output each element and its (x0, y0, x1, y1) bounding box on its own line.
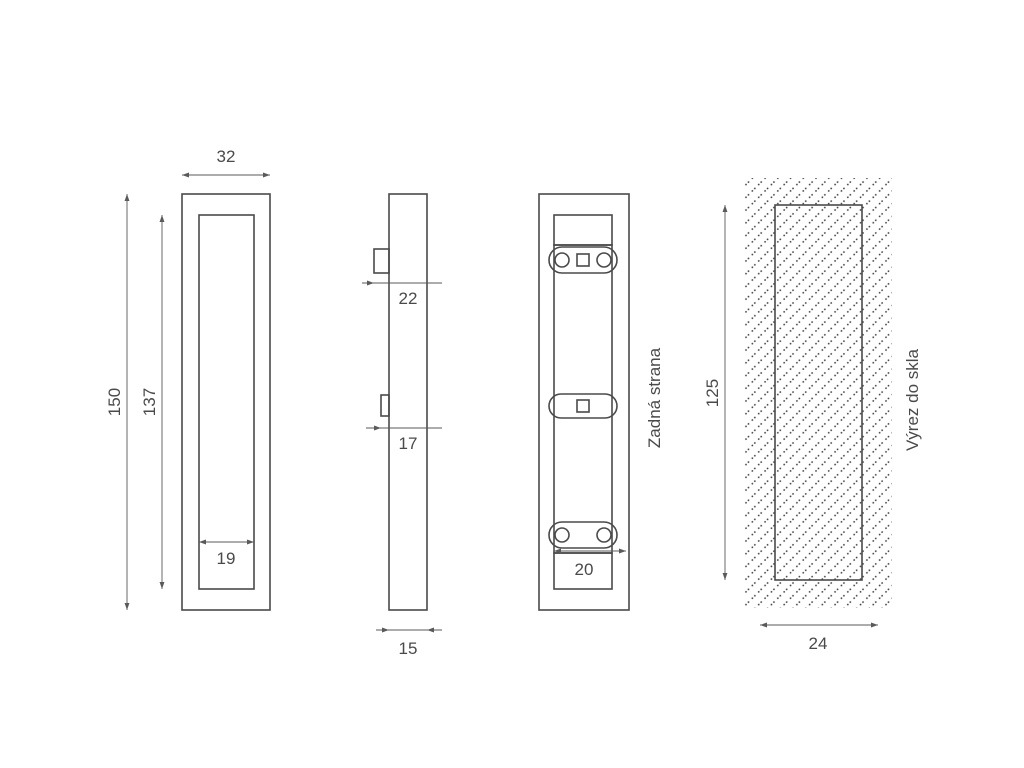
back-top-hole-left (554, 252, 570, 268)
back-bottom-clamp (548, 521, 618, 549)
back-top-hole-right (596, 252, 612, 268)
front-inner-recess (198, 214, 255, 590)
back-view: 20 Zadná strana (538, 193, 664, 611)
side-upper-clip (373, 248, 390, 274)
upper-offset-label: 22 (399, 289, 418, 308)
back-top-clamp (548, 246, 618, 274)
cutout-opening (774, 204, 863, 581)
back-view-caption: Zadná strana (645, 347, 664, 448)
back-top-square (576, 253, 590, 267)
side-body (388, 193, 428, 611)
cutout-width-label: 24 (809, 634, 828, 653)
side-lower-clip (380, 394, 390, 417)
back-middle-square (576, 399, 590, 413)
back-top-block (553, 214, 613, 246)
back-middle-clamp (548, 393, 618, 419)
front-width-label: 32 (217, 147, 236, 166)
back-bottom-hole-left (554, 527, 570, 543)
grip-width-label: 19 (217, 549, 236, 568)
depth-label: 15 (399, 639, 418, 658)
front-view: 32 150 137 19 (105, 147, 271, 611)
back-bottom-hole-right (596, 527, 612, 543)
front-inner-height-label: 137 (140, 388, 159, 416)
front-height-label: 150 (105, 388, 124, 416)
side-view: 22 17 15 (362, 193, 442, 658)
cutout-height-label: 125 (703, 379, 722, 407)
plate-width-label: 20 (575, 560, 594, 579)
back-spine (553, 244, 613, 554)
cutout-view: 125 24 Výrez do skla (703, 178, 922, 653)
glass-hatching (744, 178, 892, 608)
back-outer-frame (538, 193, 630, 611)
lower-offset-label: 17 (399, 434, 418, 453)
front-outer-frame (181, 193, 271, 611)
cutout-view-caption: Výrez do skla (903, 348, 922, 451)
